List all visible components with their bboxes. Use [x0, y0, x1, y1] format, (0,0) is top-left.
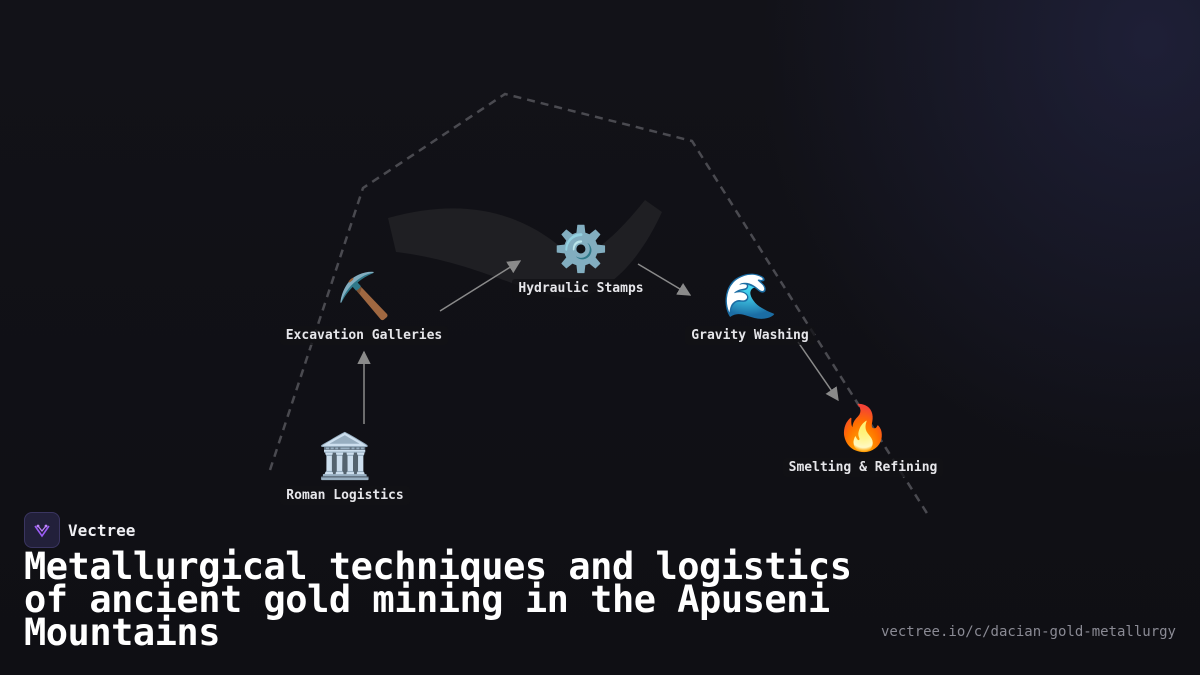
node-hydraulic-stamps: ⚙️ Hydraulic Stamps — [481, 225, 681, 298]
vectree-logo-icon — [24, 512, 60, 548]
source-url[interactable]: vectree.io/c/dacian-gold-metallurgy — [880, 624, 1176, 640]
classical-building-icon: 🏛️ — [317, 431, 373, 482]
node-label: Smelting & Refining — [782, 458, 944, 477]
gear-icon: ⚙️ — [553, 224, 609, 275]
decorative-swoosh — [388, 200, 662, 298]
fire-icon: 🔥 — [835, 403, 891, 454]
node-excavation-galleries: ⛏️ Excavation Galleries — [264, 272, 464, 345]
node-gravity-washing: 🌊 Gravity Washing — [650, 272, 850, 345]
node-roman-logistics: 🏛️ Roman Logistics — [245, 432, 445, 505]
pickaxe-icon: ⛏️ — [336, 271, 392, 322]
edge-washing-to-smelting — [797, 341, 839, 402]
edge-excavation-to-hydraulic — [439, 260, 522, 312]
brand[interactable]: Vectree — [24, 512, 135, 548]
node-label: Roman Logistics — [280, 486, 410, 505]
page-title: Metallurgical techniques and logistics o… — [24, 545, 852, 654]
brand-name: Vectree — [68, 520, 136, 540]
mountain-outline — [268, 92, 932, 519]
edge-hydraulic-to-washing — [637, 263, 692, 296]
water-wave-icon: 🌊 — [722, 271, 778, 322]
node-label: Gravity Washing — [685, 326, 815, 345]
node-smelting-refining: 🔥 Smelting & Refining — [763, 404, 963, 477]
node-label: Excavation Galleries — [279, 326, 449, 345]
node-label: Hydraulic Stamps — [512, 279, 650, 298]
